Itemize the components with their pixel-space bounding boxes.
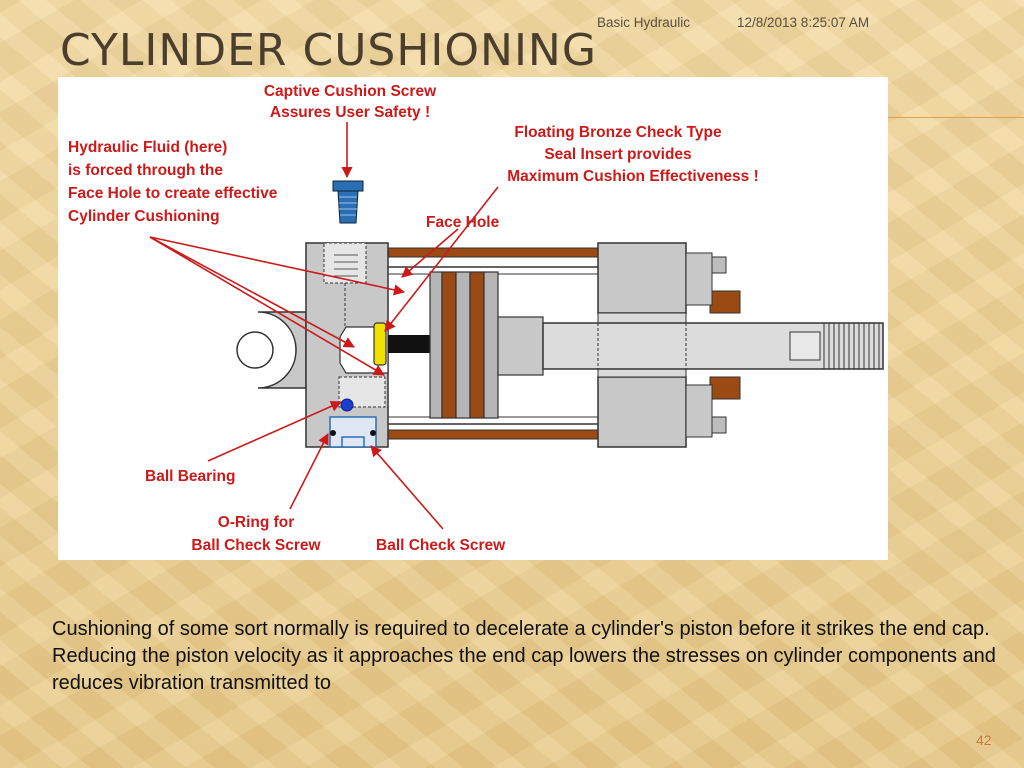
callout-hydraulic-fluid-line1: Hydraulic Fluid (here): [68, 139, 227, 156]
header-topic: Basic Hydraulic: [597, 15, 691, 30]
leader-arrows: [149, 122, 499, 530]
cylinder-cushioning-diagram: Captive Cushion Screw Assures User Safet…: [58, 77, 888, 560]
callout-captive-screw-line1: Captive Cushion Screw: [264, 83, 437, 100]
callout-ball-bearing: Ball Bearing: [145, 468, 235, 485]
cylinder-drawing: [236, 180, 884, 448]
callout-floating-bronze-line2: Seal Insert provides: [544, 146, 691, 163]
slide-body-text: Cushioning of some sort normally is requ…: [52, 618, 996, 694]
callout-ball-check-screw: Ball Check Screw: [376, 537, 506, 554]
callout-hydraulic-fluid-line4: Cylinder Cushioning: [68, 208, 220, 225]
callout-captive-screw-line2: Assures User Safety !: [270, 104, 430, 121]
callout-floating-bronze-line3: Maximum Cushion Effectiveness !: [507, 168, 759, 185]
callout-o-ring-line1: O-Ring for: [218, 514, 295, 531]
callout-o-ring-line2: Ball Check Screw: [191, 537, 321, 554]
callout-hydraulic-fluid-line3: Face Hole to create effective: [68, 185, 278, 202]
callout-floating-bronze-line1: Floating Bronze Check Type: [514, 124, 722, 141]
title-divider: [888, 117, 1024, 118]
callout-face-hole: Face Hole: [426, 214, 500, 231]
header-datetime: 12/8/2013 8:25:07 AM: [737, 15, 870, 30]
slide-title: CYLINDER CUSHIONING: [60, 25, 597, 76]
page-number: 42: [976, 732, 992, 748]
callout-hydraulic-fluid-line2: is forced through the: [68, 162, 223, 179]
